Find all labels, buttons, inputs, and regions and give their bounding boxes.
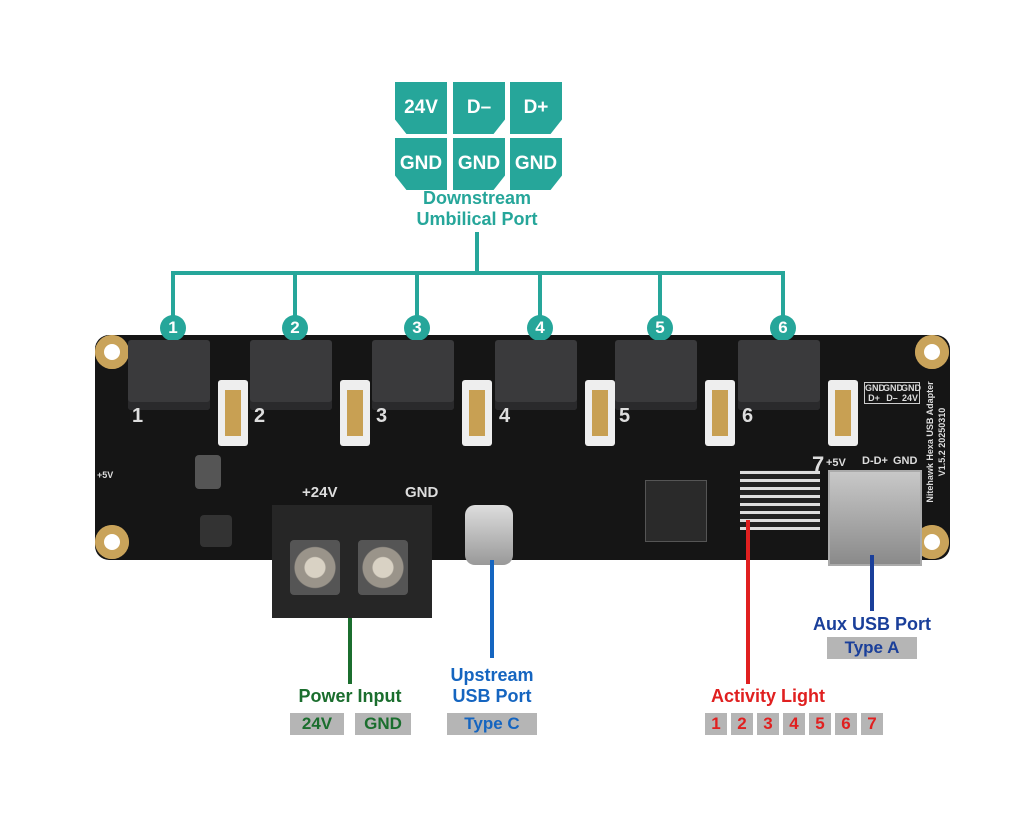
aux-leader-line	[870, 555, 874, 611]
activity-label: Activity Light	[710, 686, 825, 706]
port-number-badge: 6	[770, 315, 796, 341]
bus-line	[475, 232, 479, 274]
usb-hub-chip	[645, 480, 707, 542]
silk-dd: D-D+	[862, 455, 888, 467]
activity-led-number: 1	[705, 713, 727, 735]
board-title: Nitehawk Hexa USB Adapter	[925, 381, 935, 503]
silk-port-number: 3	[376, 405, 388, 427]
upstream-type: Type C	[447, 713, 537, 735]
activity-led-number: 3	[757, 713, 779, 735]
screw-terminal	[290, 540, 340, 595]
fuse	[585, 380, 615, 446]
pin-d-minus: D–	[453, 82, 505, 134]
port-number-badge: 4	[527, 315, 553, 341]
upstream-label-2: USB Port	[452, 686, 532, 706]
silk-port-number: 6	[742, 405, 754, 427]
fan-port-connector	[128, 340, 210, 410]
pin-gnd: GND	[453, 138, 505, 190]
usb-c-port	[465, 505, 513, 565]
mounting-hole	[915, 335, 949, 369]
fan-port-connector	[495, 340, 577, 410]
silk-port-number: 2	[254, 405, 266, 427]
pin-d-plus: D+	[510, 82, 562, 134]
power-pin-gnd: GND	[355, 713, 411, 735]
pin-gnd: GND	[510, 138, 562, 190]
power-pin-24v: 24V	[290, 713, 344, 735]
activity-led-number: 6	[835, 713, 857, 735]
aux-pin: GND	[865, 383, 885, 393]
silk-port-number: 5	[619, 405, 631, 427]
fuse	[828, 380, 858, 446]
inductor	[200, 515, 232, 547]
umbilical-label-2: Umbilical Port	[416, 209, 538, 229]
fan-port-connector	[372, 340, 454, 410]
fuse	[705, 380, 735, 446]
activity-led-number: 5	[809, 713, 831, 735]
silk-7: 7	[812, 452, 825, 477]
upstream-leader-line	[490, 560, 494, 658]
aux-label: Aux USB Port	[812, 614, 931, 634]
bus-line	[172, 271, 782, 275]
power-input-label: Power Input	[298, 686, 402, 706]
bus-drop	[538, 271, 542, 321]
screw-terminal	[358, 540, 408, 595]
silk-port-number: 4	[499, 405, 511, 427]
pin-gnd: GND	[395, 138, 447, 190]
pin-24v: 24V	[395, 82, 447, 134]
aux-pin: 24V	[901, 393, 918, 403]
capacitor	[195, 455, 221, 489]
fan-port-connector	[615, 340, 697, 410]
silk-5v: +5V	[97, 470, 114, 480]
bus-drop	[293, 271, 297, 321]
activity-leds	[740, 470, 820, 530]
silk-gnd2: GND	[893, 455, 918, 467]
fan-port-connector	[250, 340, 332, 410]
bus-drop	[171, 271, 175, 321]
mounting-hole	[95, 335, 129, 369]
bus-drop	[781, 271, 785, 321]
activity-leader-line	[746, 520, 750, 684]
silk-24v: +24V	[302, 484, 338, 501]
port-number-badge: 3	[404, 315, 430, 341]
aux-type: Type A	[827, 637, 917, 659]
power-leader-line	[348, 618, 352, 684]
umbilical-label-1: Downstream	[422, 188, 532, 208]
board-version: V1.5.2 20250310	[937, 407, 947, 477]
usb-a-port	[828, 470, 922, 566]
aux-pin: GND	[901, 383, 921, 393]
silk-5v-b: +5V	[826, 457, 846, 469]
mounting-hole	[95, 525, 129, 559]
bus-drop	[658, 271, 662, 321]
aux-pin: D–	[886, 393, 898, 403]
silk-port-number: 1	[132, 405, 144, 427]
fuse	[218, 380, 248, 446]
silk-gnd: GND	[405, 484, 439, 501]
port-number-badge: 2	[282, 315, 308, 341]
upstream-label-1: Upstream	[450, 665, 534, 685]
aux-pin: GND	[883, 383, 903, 393]
port-number-badge: 1	[160, 315, 186, 341]
port-number-badge: 5	[647, 315, 673, 341]
fuse	[340, 380, 370, 446]
activity-led-number: 7	[861, 713, 883, 735]
activity-led-number: 4	[783, 713, 805, 735]
fan-port-connector	[738, 340, 820, 410]
bus-drop	[415, 271, 419, 321]
activity-led-number: 2	[731, 713, 753, 735]
fuse	[462, 380, 492, 446]
aux-pin: D+	[868, 393, 880, 403]
